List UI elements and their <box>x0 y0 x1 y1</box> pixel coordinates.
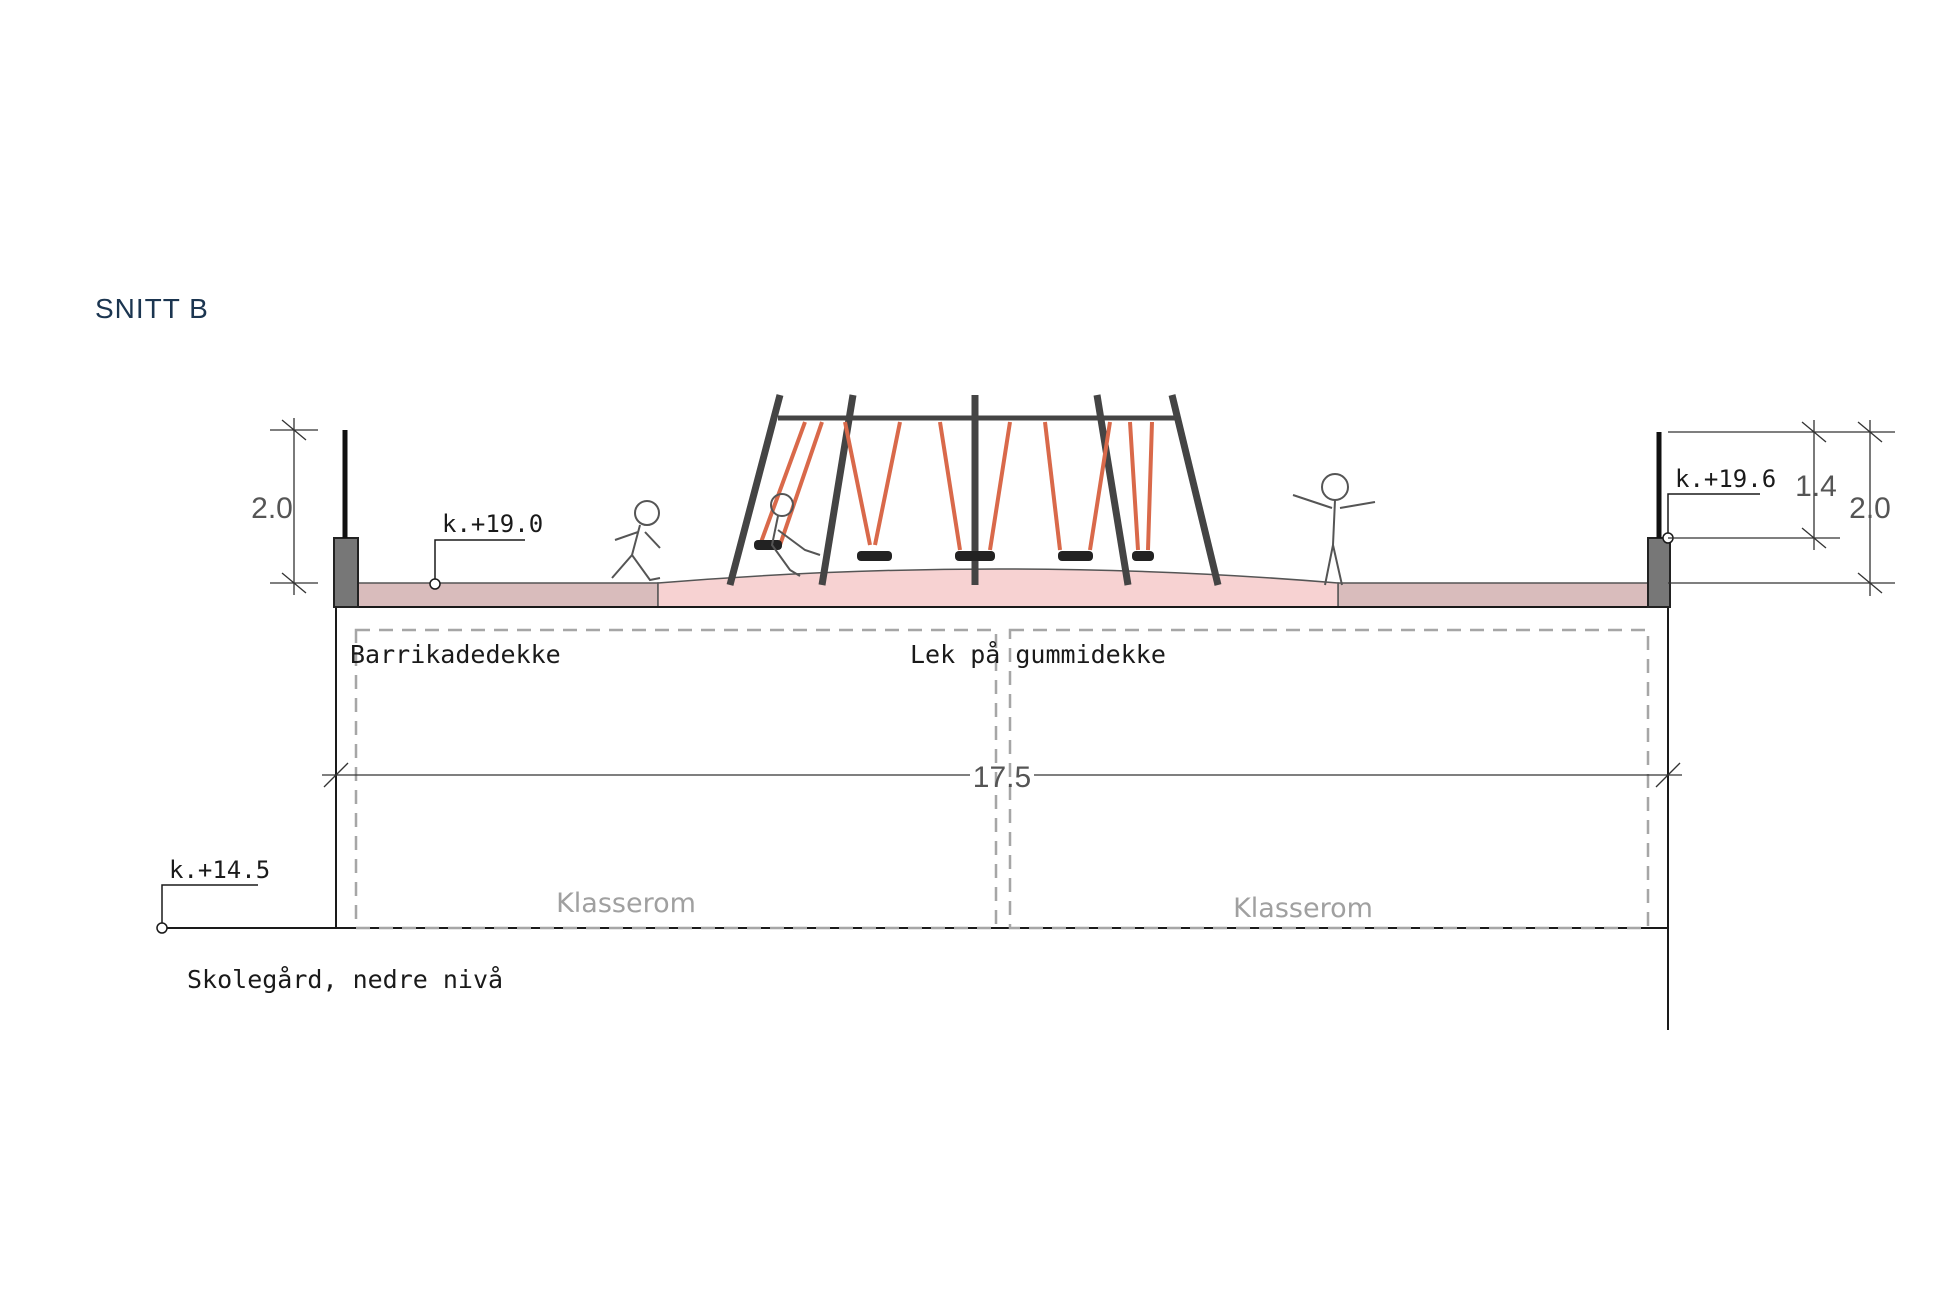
surface-label-left: Barrikadedekke <box>350 640 561 669</box>
level-label-upper-right: k.+19.6 <box>1675 465 1776 493</box>
dimension-right-inner <box>1668 420 1840 550</box>
classroom-outline-left <box>354 628 998 930</box>
child-figure-swinging <box>770 493 821 577</box>
surface-label-center: Lek på gummidekke <box>910 640 1166 669</box>
drawing-title: SNITT B <box>95 293 209 324</box>
dimension-left-railing <box>270 418 318 595</box>
dimension-label-left: 2.0 <box>251 492 293 525</box>
dimension-span <box>322 762 1682 788</box>
dimension-right-outer <box>1668 420 1895 596</box>
paving-right <box>1337 582 1649 608</box>
level-marker-upper-right: k.+19.6 <box>1662 465 1776 544</box>
right-parapet <box>1647 537 1671 608</box>
dimension-label-right-outer: 2.0 <box>1849 492 1891 525</box>
paving-left <box>357 582 659 608</box>
room-label-left: Klasserom <box>556 888 696 919</box>
left-parapet <box>333 537 359 608</box>
child-figure-running <box>611 500 661 582</box>
level-label-upper-left: k.+19.0 <box>442 510 543 538</box>
lower-area-label: Skolegård, nedre nivå <box>187 965 503 994</box>
dimension-label-right-inner: 1.4 <box>1795 470 1837 503</box>
level-marker-lower: k.+14.5 <box>156 856 270 934</box>
rubber-surface <box>657 568 1339 608</box>
level-marker-upper-left: k.+19.0 <box>429 510 543 590</box>
room-label-right: Klasserom <box>1233 893 1373 924</box>
classroom-outline-right <box>1008 628 1650 930</box>
child-figure-standing <box>1292 473 1376 586</box>
level-label-lower: k.+14.5 <box>169 856 270 884</box>
swing-set <box>726 394 1222 586</box>
dimension-label-span: 17.5 <box>973 761 1031 794</box>
